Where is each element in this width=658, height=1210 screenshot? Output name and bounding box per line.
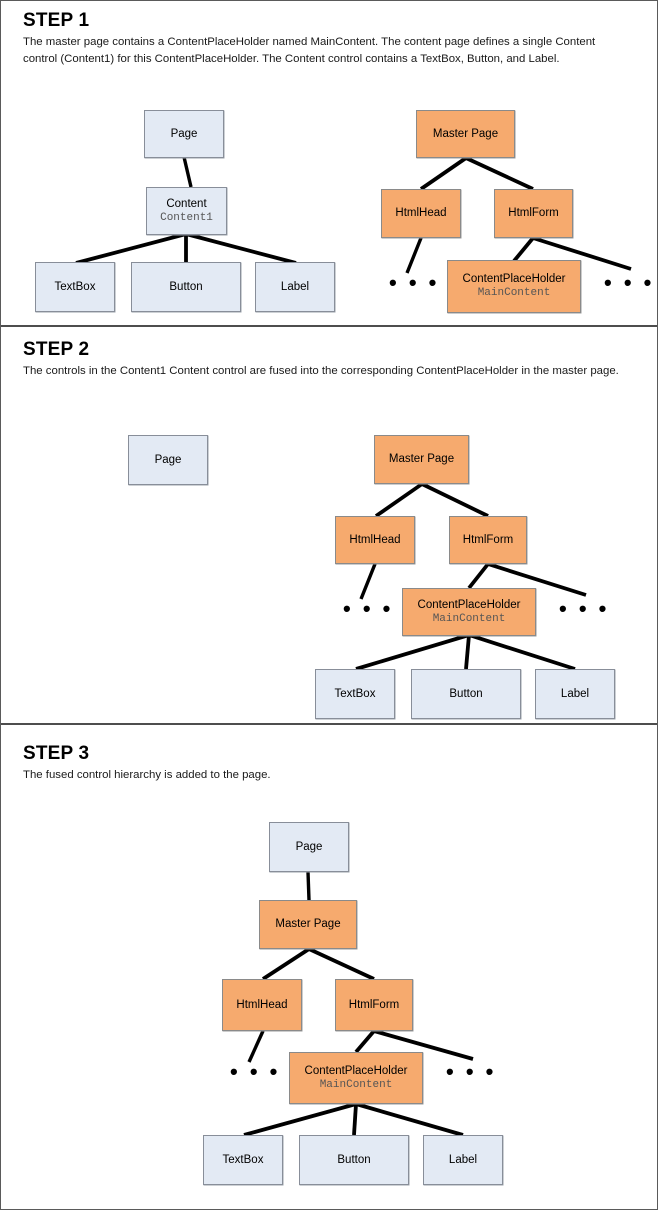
step-2-ellipsis-right: • • • [559,596,610,621]
section-step-2: STEP 2 The controls in the Content1 Cont… [1,327,657,723]
section-step-3: STEP 3 The fused control hierarchy is ad… [1,725,657,1209]
node-label: Label [448,1153,478,1166]
node-sublabel: MainContent [432,612,506,625]
step-3-ellipsis-right: • • • [446,1059,497,1084]
node-label: HtmlHead [236,998,288,1011]
node-label: HtmlForm [508,207,559,220]
node-label: Page [170,127,198,140]
node-sublabel: Content1 [160,211,213,224]
node-label: HtmlHead [395,207,447,220]
node-label: HtmlHead [349,533,401,546]
step-3-node-master-page[interactable]: Master Page [259,900,357,949]
node-label: TextBox [334,687,376,700]
step-2-node-html-form[interactable]: HtmlForm [449,516,527,564]
node-label: Content [166,197,207,210]
step-3-node-page[interactable]: Page [269,822,349,872]
step-3-node-html-form[interactable]: HtmlForm [335,979,413,1031]
node-label: ContentPlaceHolder [417,598,521,611]
node-label: ContentPlaceHolder [462,273,566,286]
section-step-1: STEP 1 The master page contains a Conten… [1,1,657,326]
step-2-title: STEP 2 [23,339,90,360]
step-2-ellipsis-left: • • • [343,596,394,621]
node-label: Button [169,280,203,293]
step-2-node-button[interactable]: Button [411,669,521,719]
node-label: Master Page [275,918,341,931]
node-label: Button [449,687,483,700]
step-3-description: The fused control hierarchy is added to … [23,769,271,781]
step-2-node-textbox[interactable]: TextBox [315,669,395,719]
node-label: Button [337,1153,371,1166]
node-label: HtmlForm [462,533,514,546]
step-2-node-page[interactable]: Page [128,435,208,485]
step-1-node-html-form[interactable]: HtmlForm [494,189,573,238]
node-label: TextBox [54,280,96,293]
node-sublabel: MainContent [319,1078,393,1091]
step-1-node-master-page[interactable]: Master Page [416,110,515,158]
node-label: ContentPlaceHolder [304,1064,408,1077]
step-2-connectors [355,482,587,671]
node-label: Master Page [432,127,499,140]
step-2-description: The controls in the Content1 Content con… [23,365,619,377]
node-label: Page [154,453,182,466]
step-3-ellipsis-left: • • • [230,1059,281,1084]
step-3-node-html-head[interactable]: HtmlHead [222,979,302,1031]
step-3-node-content-placeholder[interactable]: ContentPlaceHolder MainContent [289,1052,423,1104]
step-1-node-content-placeholder[interactable]: ContentPlaceHolder MainContent [447,260,581,313]
node-sublabel: MainContent [477,287,551,300]
node-label: Label [280,280,310,293]
step-2-node-label[interactable]: Label [535,669,615,719]
step-1-node-textbox[interactable]: TextBox [35,262,115,312]
node-label: Page [295,840,323,853]
node-label: Label [560,687,590,700]
step-2-node-content-placeholder[interactable]: ContentPlaceHolder MainContent [402,588,536,636]
divider-step-2-3 [1,723,657,725]
step-2-node-master-page[interactable]: Master Page [374,435,469,484]
step-1-description: The master page contains a ContentPlaceH… [23,36,596,65]
step-1-node-html-head[interactable]: HtmlHead [381,189,461,238]
step-1-title: STEP 1 [23,10,90,31]
node-label: Master Page [388,453,455,466]
step-1-node-button[interactable]: Button [131,262,241,312]
node-label: HtmlForm [348,998,400,1011]
node-label: TextBox [222,1153,264,1166]
step-1-node-label[interactable]: Label [255,262,335,312]
divider-step-1-2 [1,325,657,327]
step-1-ellipsis-right: • • • [604,270,655,295]
step-1-ellipsis-left: • • • [389,270,440,295]
step-1-node-content[interactable]: Content Content1 [146,187,227,235]
step-3-node-textbox[interactable]: TextBox [203,1135,283,1185]
step-1-node-page[interactable]: Page [144,110,224,158]
step-3-title: STEP 3 [23,743,90,764]
step-2-node-html-head[interactable]: HtmlHead [335,516,415,564]
step-3-node-button[interactable]: Button [299,1135,409,1185]
step-3-node-label[interactable]: Label [423,1135,503,1185]
